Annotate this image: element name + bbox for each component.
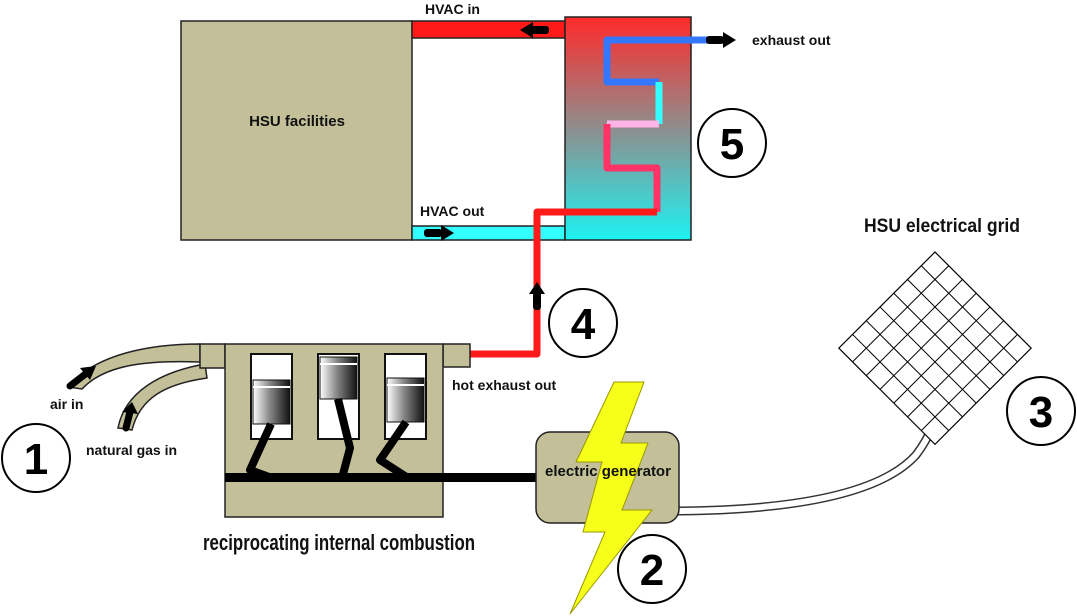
intake-pipes: air in natural gas in — [50, 343, 471, 458]
cylinder — [317, 353, 360, 440]
step-5-badge: 5 — [697, 108, 767, 178]
exhaust-out-label: exhaust out — [752, 32, 831, 48]
electrical-grid: HSU electrical grid — [837, 216, 1033, 446]
engine-label: reciprocating internal combustion — [203, 530, 475, 555]
grid-line — [907, 279, 1005, 376]
cylinder — [250, 353, 293, 440]
grid-line — [879, 292, 977, 390]
svg-text:4: 4 — [571, 300, 596, 349]
facilities-label: HSU facilities — [249, 113, 345, 130]
step-3-badge: 3 — [1006, 376, 1076, 446]
air-arrow-icon — [66, 366, 96, 390]
hsu-facilities: HSU facilities — [180, 20, 413, 241]
grid-line — [852, 334, 950, 431]
grid-line — [865, 279, 963, 376]
step-1-badge: 1 — [1, 423, 71, 493]
svg-text:3: 3 — [1029, 388, 1053, 437]
gas-arrow-icon — [122, 402, 138, 432]
grid-line — [852, 265, 950, 363]
grid-line — [865, 320, 963, 418]
svg-text:5: 5 — [720, 120, 744, 169]
hot-exhaust-pipe — [470, 208, 657, 358]
lightning-bolt-icon — [569, 381, 654, 615]
exhaust-arrow-icon — [706, 32, 736, 48]
hot-exhaust-out-label: hot exhaust out — [452, 377, 557, 393]
svg-text:2: 2 — [640, 546, 664, 595]
electric-generator-label: electric generator — [545, 463, 671, 480]
grid-line — [893, 306, 991, 404]
step-4-badge: 4 — [548, 288, 618, 358]
hvac-out-label: HVAC out — [420, 203, 485, 219]
arrow-left-icon — [520, 22, 549, 38]
natural-gas-in-label: natural gas in — [86, 442, 177, 458]
electrical-grid-label: HSU electrical grid — [864, 216, 1020, 237]
grid-line — [907, 320, 1005, 418]
engine-block — [224, 343, 536, 518]
arrow-up-icon — [529, 282, 545, 310]
power-cable — [677, 425, 937, 516]
arrow-right-icon — [424, 225, 454, 241]
heat-exchanger: exhaust out — [564, 16, 831, 241]
grid-line — [920, 265, 1018, 363]
grid-line — [879, 306, 977, 404]
grid-line — [893, 292, 991, 390]
hvac-in-pipe: HVAC in — [411, 1, 566, 39]
svg-text:1: 1 — [24, 435, 48, 484]
hvac-in-label: HVAC in — [425, 1, 480, 17]
air-in-label: air in — [50, 396, 83, 412]
step-2-badge: 2 — [617, 534, 687, 604]
grid-line — [920, 334, 1018, 431]
hvac-out-pipe: HVAC out — [411, 203, 566, 241]
